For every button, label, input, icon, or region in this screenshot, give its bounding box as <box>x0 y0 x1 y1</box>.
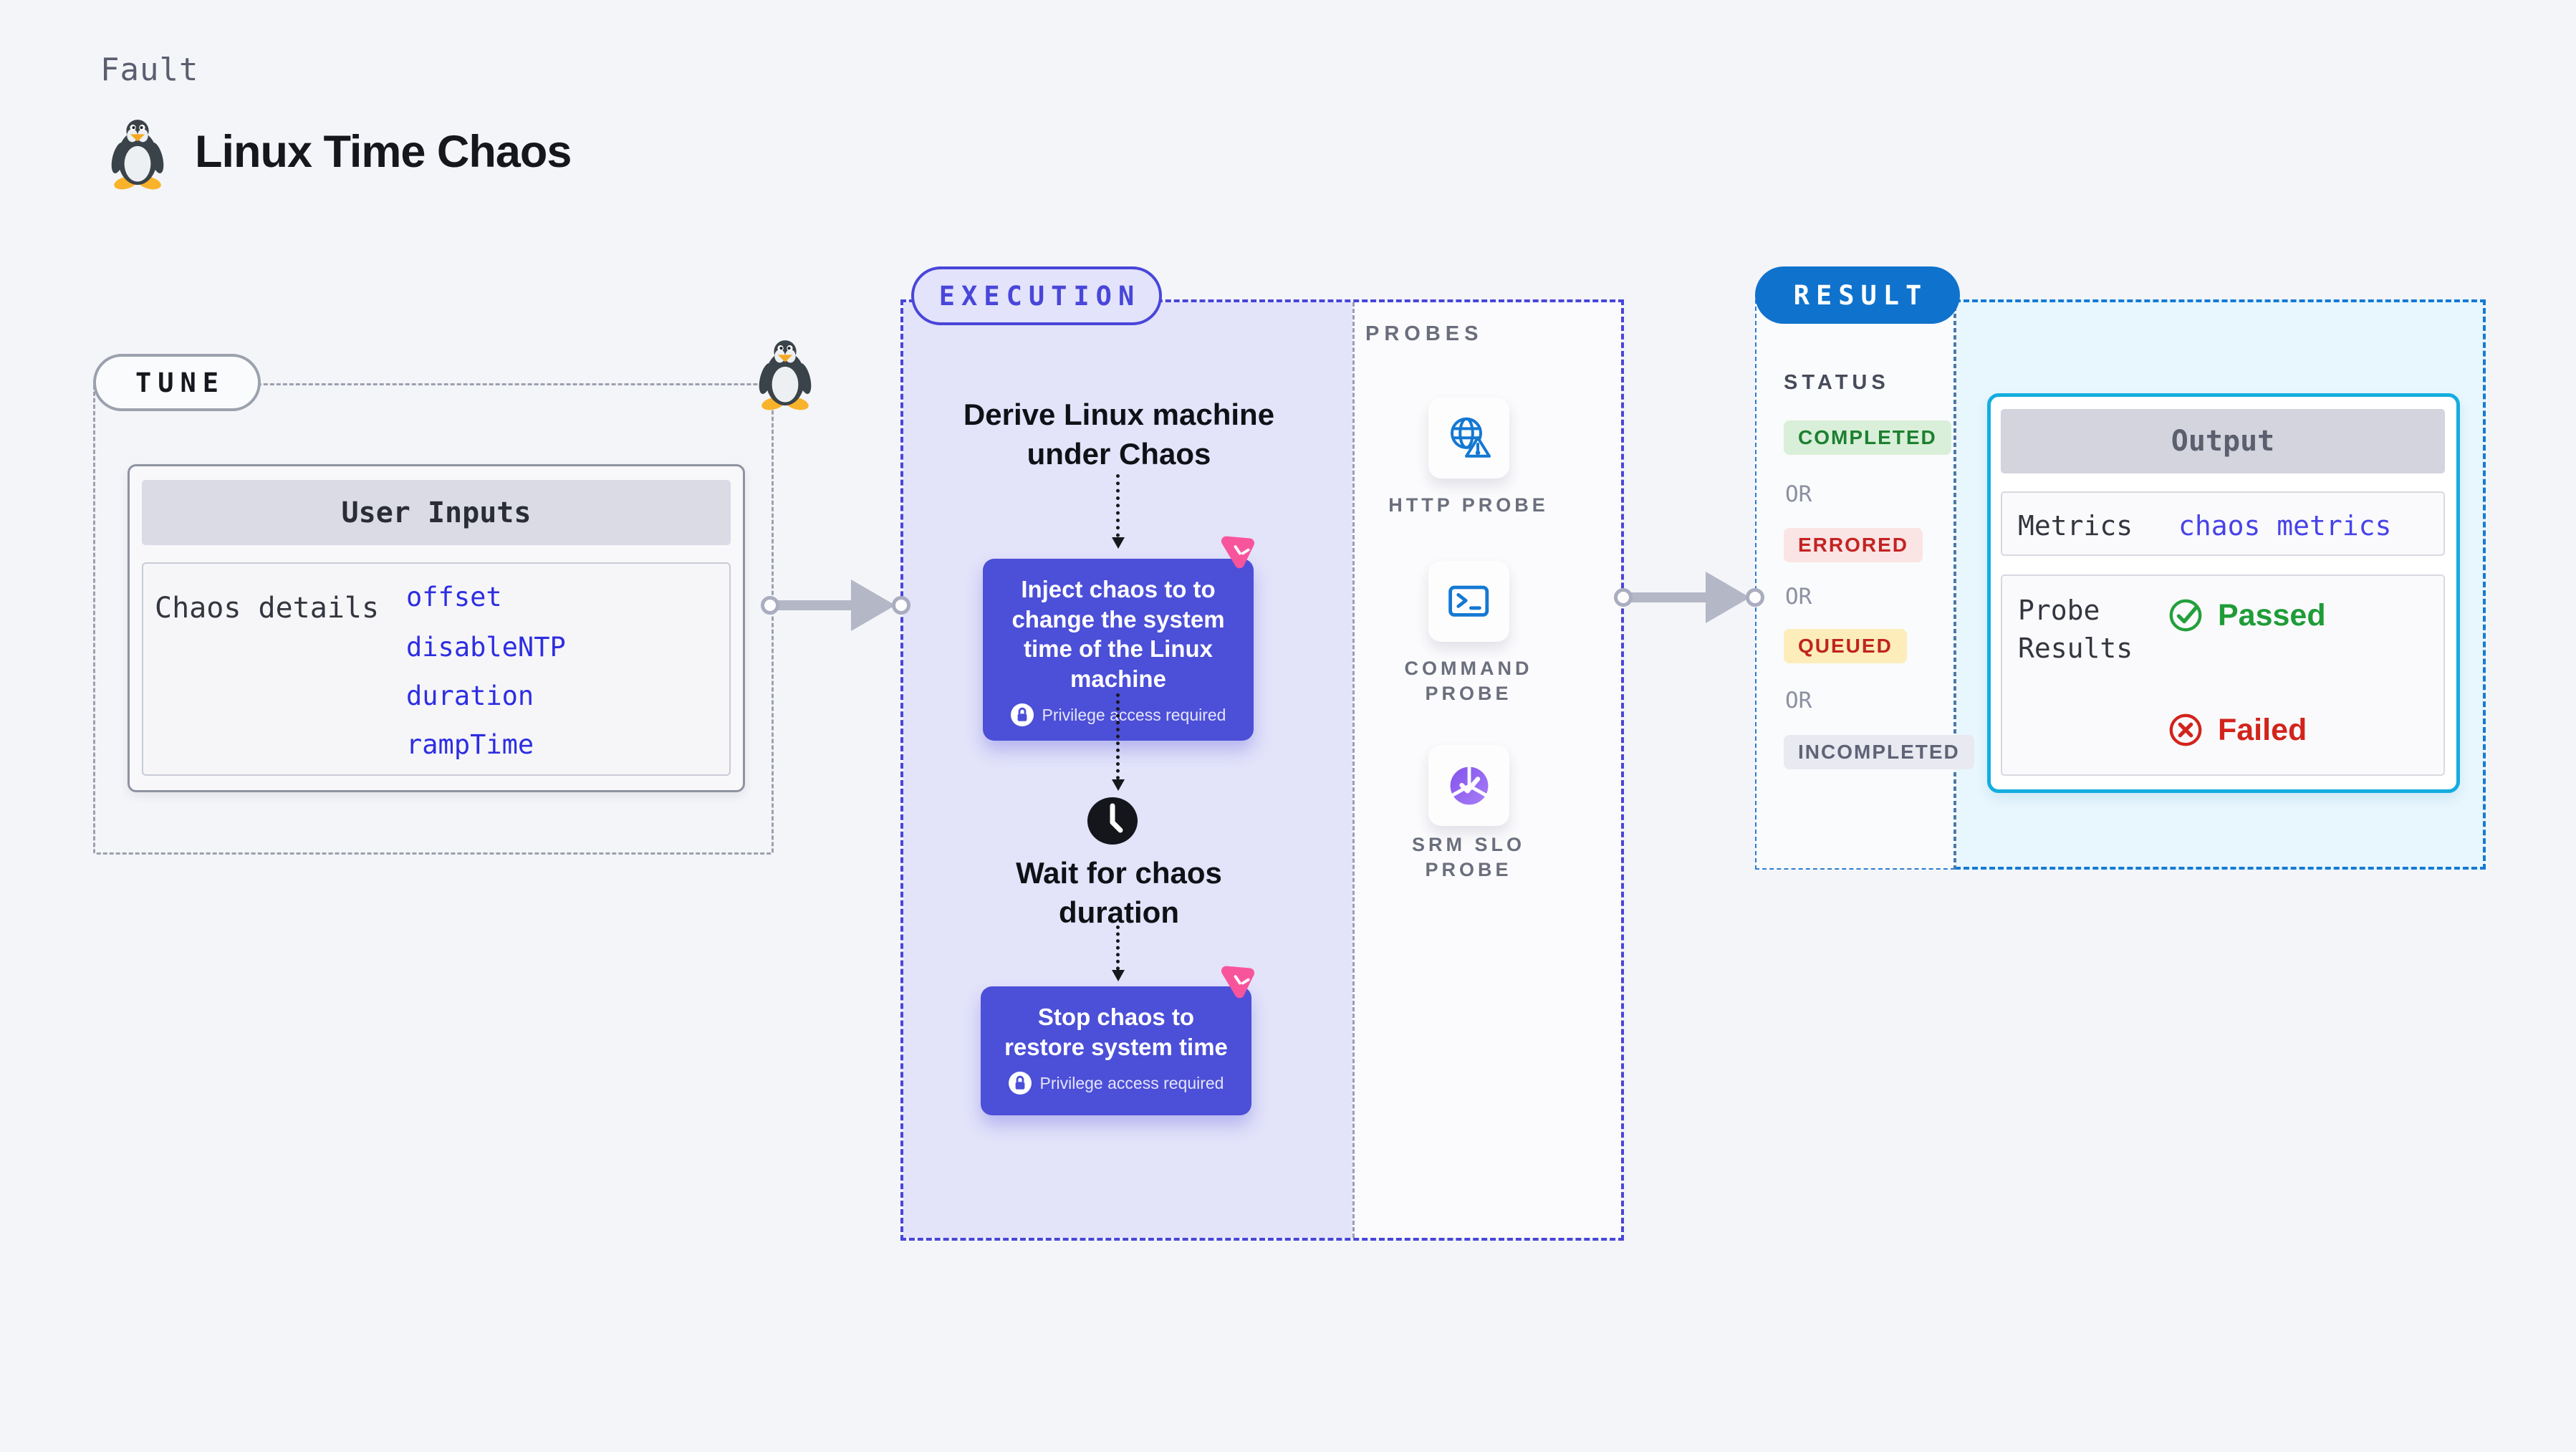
dotted-arrow-down-icon <box>1112 925 1125 981</box>
fault-eyebrow: Fault <box>100 52 199 88</box>
privilege-access-label: Privilege access required <box>1042 705 1226 724</box>
connector-dot <box>1746 588 1764 607</box>
srm-slo-probe-card <box>1428 745 1509 826</box>
terminal-icon <box>1448 585 1489 617</box>
tux-corner-icon <box>759 340 812 410</box>
arrow-right-icon <box>1706 572 1750 623</box>
connector-dot <box>892 596 910 615</box>
dotted-arrow-down-icon <box>1112 474 1125 549</box>
tune-value-ramptime: rampTime <box>406 729 534 760</box>
command-probe-label: COMMAND PROBE <box>1404 658 1533 705</box>
connector-dot <box>761 596 779 615</box>
metrics-label: Metrics <box>2018 510 2133 542</box>
user-inputs-header: User Inputs <box>142 480 731 545</box>
connector-line-1 <box>775 600 860 610</box>
tune-badge: TUNE <box>93 354 261 411</box>
result-status-box <box>1755 299 1955 870</box>
output-header: Output <box>2001 409 2445 473</box>
privilege-access-label: Privilege access required <box>1039 1073 1224 1092</box>
execution-badge: EXECUTION <box>911 266 1162 325</box>
tune-value-duration: duration <box>406 681 534 711</box>
failed-result: Failed <box>2168 712 2307 748</box>
status-badge-queued: QUEUED <box>1784 629 1907 663</box>
metrics-value: chaos metrics <box>2178 510 2392 542</box>
or-label: OR <box>1785 584 1812 610</box>
result-badge: RESULT <box>1755 266 1960 324</box>
tune-value-disablentp: disableNTP <box>406 632 566 663</box>
clock-icon <box>1087 797 1138 845</box>
globe-warning-icon <box>1450 417 1491 458</box>
chaos-details-box <box>142 562 731 776</box>
http-probe-card <box>1428 398 1509 479</box>
litmus-chaos-icon <box>1221 536 1255 569</box>
connector-dot <box>1614 588 1633 607</box>
passed-result: Passed <box>2168 597 2326 633</box>
donut-check-icon <box>1449 764 1489 804</box>
lock-icon <box>1010 703 1034 727</box>
arrow-right-icon <box>851 580 895 631</box>
derive-step-label: Derive Linux machine under Chaos <box>963 398 1275 471</box>
status-badge-completed: COMPLETED <box>1784 420 1951 455</box>
inject-chaos-card: Inject chaos to to change the system tim… <box>983 559 1254 741</box>
tux-linux-icon <box>111 120 164 190</box>
check-circle-icon <box>2169 599 2202 632</box>
http-probe-label: HTTP PROBE <box>1388 494 1549 516</box>
tune-section-box <box>93 383 774 855</box>
status-badge-errored: ERRORED <box>1784 528 1923 562</box>
status-badge-incompleted: INCOMPLETED <box>1784 735 1974 769</box>
or-label: OR <box>1785 688 1812 713</box>
page-title: Linux Time Chaos <box>195 127 572 177</box>
tune-value-offset: offset <box>406 582 502 612</box>
dotted-arrow-down-icon <box>1112 693 1125 791</box>
failed-label: Failed <box>2218 712 2307 747</box>
command-probe-card <box>1428 561 1509 642</box>
lock-icon <box>1008 1072 1032 1095</box>
stop-chaos-label: Stop chaos to restore system time <box>1004 1004 1228 1060</box>
probe-results-row <box>2001 574 2445 776</box>
chaos-details-label: Chaos details <box>155 592 380 625</box>
probe-results-label: Probe Results <box>2018 595 2133 665</box>
status-title: STATUS <box>1784 371 1890 394</box>
inject-chaos-label: Inject chaos to to change the system tim… <box>1011 576 1225 692</box>
srm-slo-probe-label: SRM SLO PROBE <box>1411 834 1525 881</box>
passed-label: Passed <box>2218 597 2326 633</box>
stop-chaos-card: Stop chaos to restore system time Privil… <box>981 986 1251 1115</box>
or-label: OR <box>1785 481 1812 507</box>
wait-step-label: Wait for chaos duration <box>1016 856 1222 929</box>
metrics-row <box>2001 491 2445 556</box>
litmus-chaos-icon <box>1221 966 1255 999</box>
x-circle-icon <box>2169 713 2202 746</box>
connector-line-2 <box>1630 592 1711 602</box>
probes-title: PROBES <box>1365 322 1484 345</box>
